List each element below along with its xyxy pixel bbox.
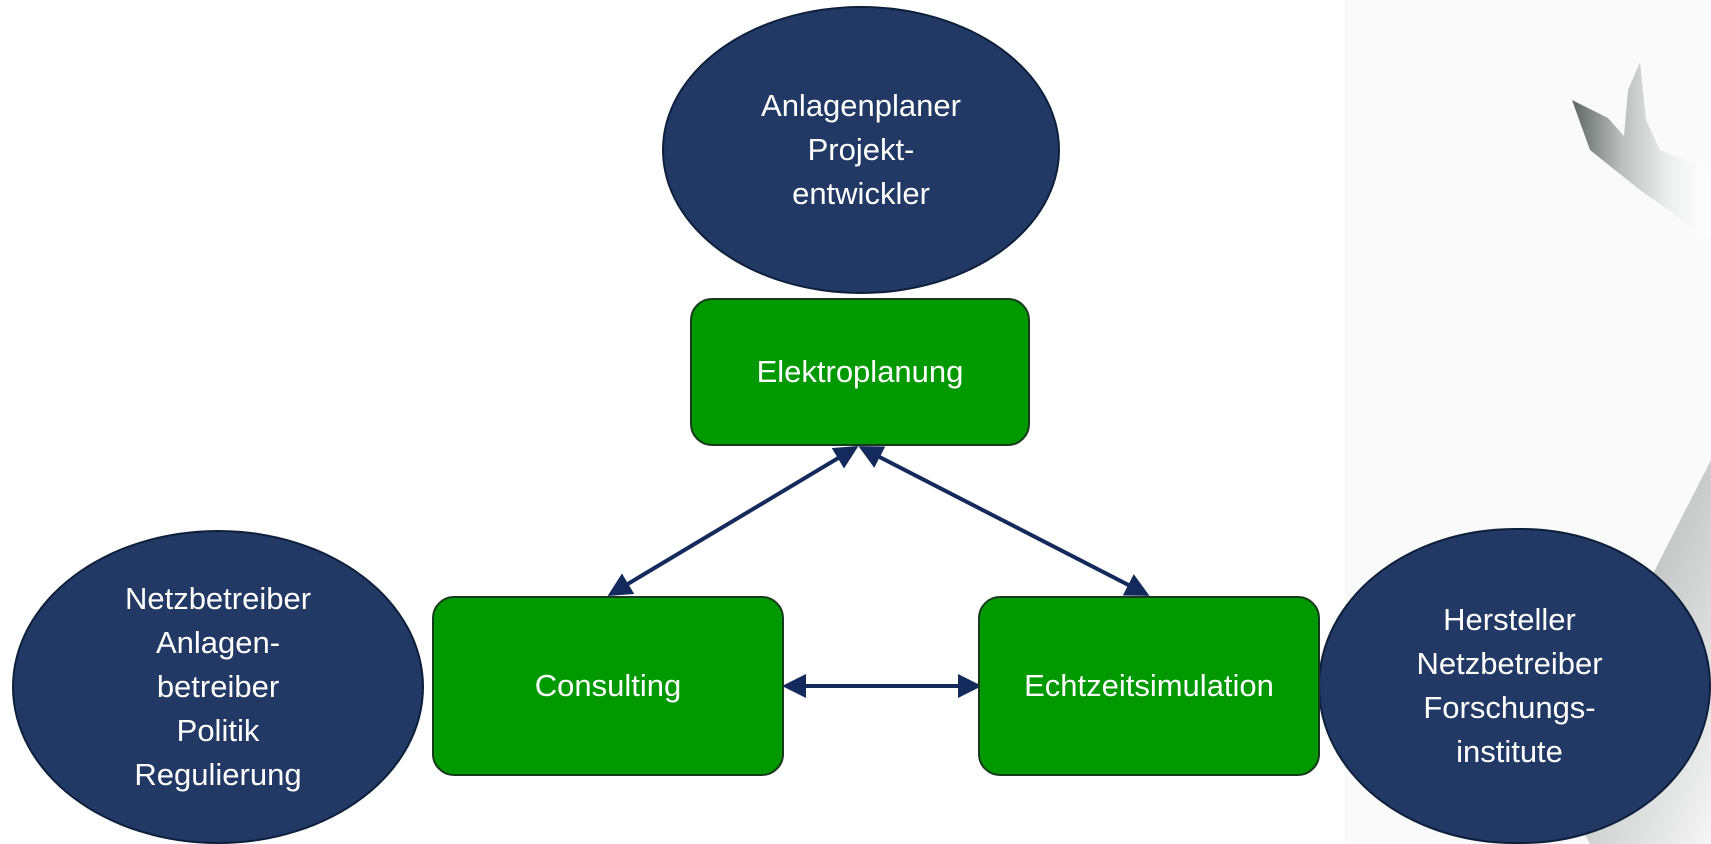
stakeholder-line: Netzbetreiber xyxy=(1416,646,1603,681)
stakeholder-line: Politik xyxy=(176,713,260,748)
box-label: Elektroplanung xyxy=(756,354,964,389)
stakeholder-line: betreiber xyxy=(156,669,280,704)
box-elektroplanung: Elektroplanung xyxy=(690,298,1030,446)
arrow-elektroplanung-consulting xyxy=(607,445,859,597)
stakeholder-line: Regulierung xyxy=(134,757,302,792)
stakeholder-ellipse-top: Anlagenplaner Projekt- entwickler xyxy=(662,6,1060,294)
box-echtzeitsimulation: Echtzeitsimulation xyxy=(978,596,1320,776)
stakeholder-ellipse-right: Hersteller Netzbetreiber Forschungs- ins… xyxy=(1318,528,1711,844)
stakeholder-ellipse-left: Netzbetreiber Anlagen- betreiber Politik… xyxy=(12,530,424,844)
stakeholder-line: Projekt- xyxy=(807,132,915,167)
stakeholder-line: Netzbetreiber xyxy=(124,581,312,616)
stakeholder-line: Hersteller xyxy=(1443,602,1576,637)
stakeholder-line: Anlagen- xyxy=(155,625,281,660)
box-consulting: Consulting xyxy=(432,596,784,776)
stakeholder-line: Anlagenplaner xyxy=(761,88,961,123)
stakeholder-line: entwickler xyxy=(792,176,930,211)
box-label: Consulting xyxy=(534,668,682,703)
stakeholder-line: Forschungs- xyxy=(1423,690,1596,725)
box-label: Echtzeitsimulation xyxy=(1024,668,1274,703)
arrow-elektroplanung-echtzeitsimulation xyxy=(858,446,1150,596)
stakeholder-line: institute xyxy=(1456,734,1563,769)
